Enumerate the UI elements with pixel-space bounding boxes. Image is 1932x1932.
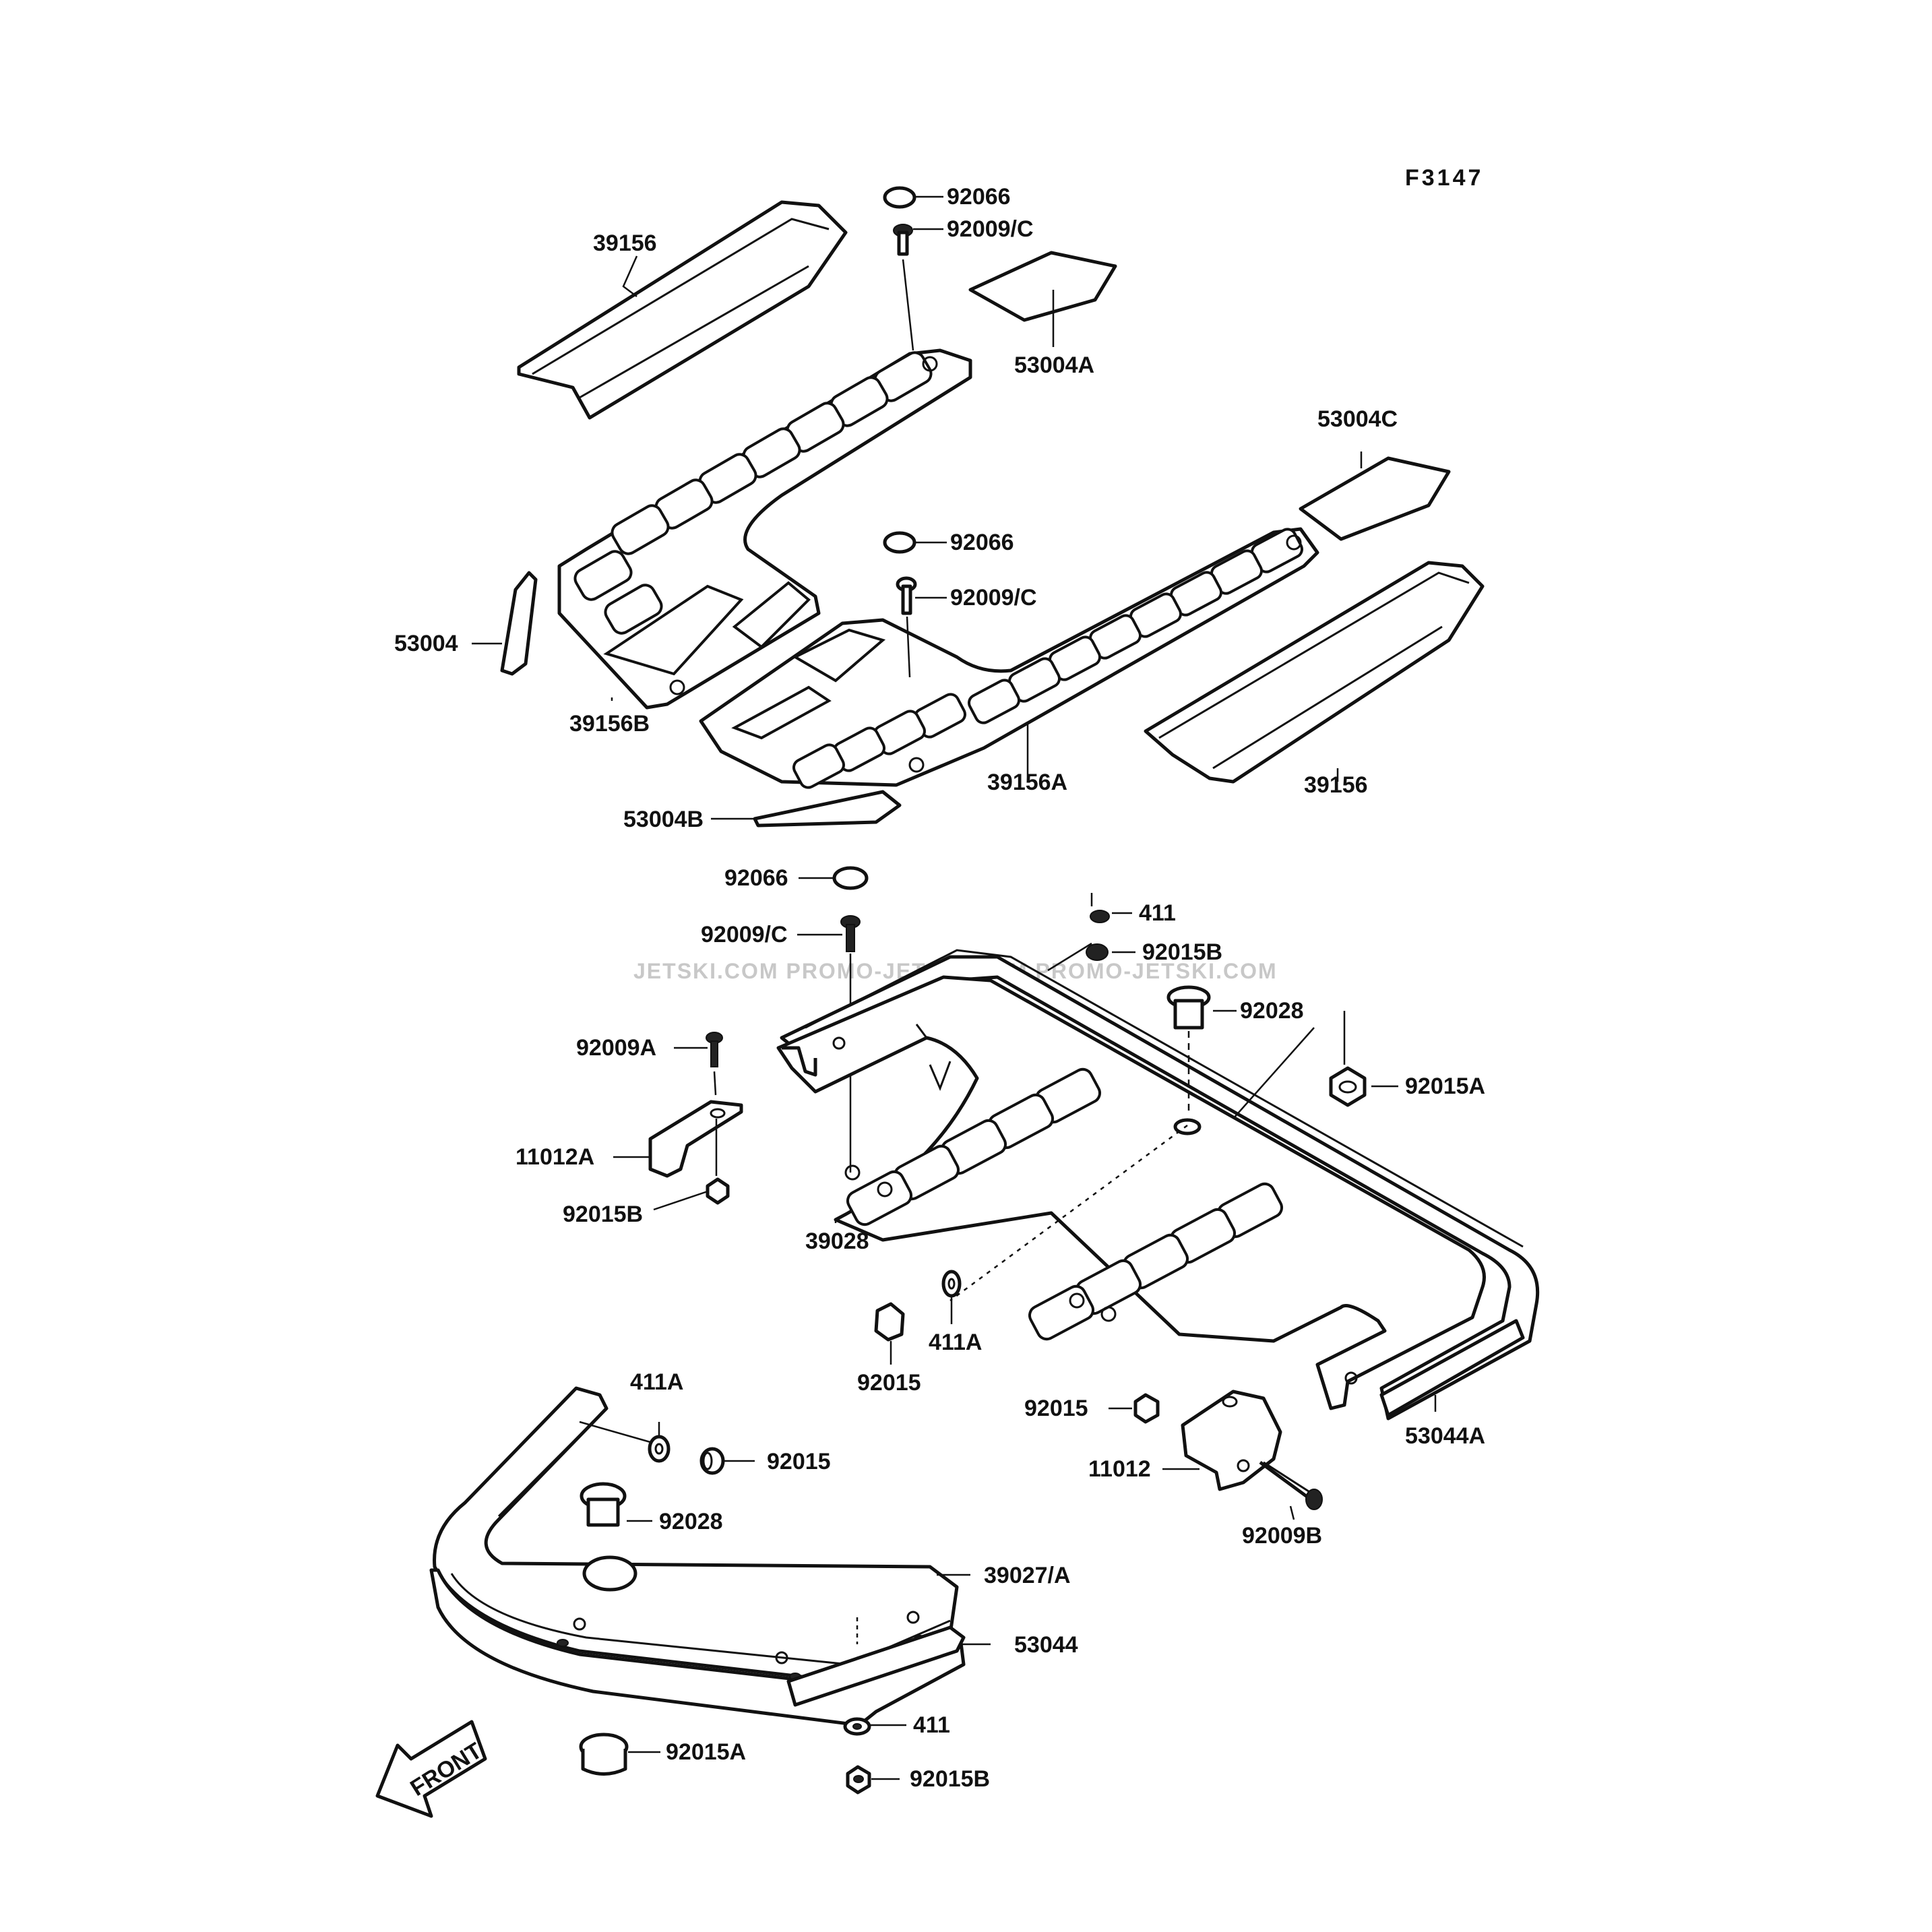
strip-53044a: [1379, 1319, 1525, 1417]
label-92015b-low: 92015B: [910, 1766, 990, 1792]
mat-39156a: [699, 527, 1319, 789]
label-39156-top: 39156: [593, 230, 657, 256]
label-39156-right: 39156: [1304, 772, 1368, 798]
label-411a-mid: 411A: [929, 1330, 982, 1355]
screw-92009c-a: [893, 224, 914, 351]
label-53004c: 53004C: [1317, 406, 1398, 432]
label-39156a: 39156A: [987, 770, 1067, 795]
cap-92066-a: [883, 186, 916, 209]
label-11012: 11012: [1088, 1456, 1151, 1482]
screw-92009c-b: [896, 576, 917, 678]
label-92028-low: 92028: [659, 1509, 723, 1534]
label-39027a: 39027/A: [984, 1563, 1071, 1588]
label-39028: 39028: [805, 1228, 869, 1254]
label-92066-a: 92066: [947, 184, 1011, 210]
label-92015a-low: 92015A: [666, 1739, 746, 1765]
nut-92015a-low: [579, 1733, 629, 1776]
label-11012a: 11012A: [516, 1144, 594, 1170]
label-92009a: 92009A: [576, 1035, 656, 1061]
label-411-top: 411: [1139, 900, 1176, 926]
label-411a-low: 411A: [630, 1369, 683, 1395]
cap-92028-low: [580, 1482, 627, 1527]
label-92009b: 92009B: [1242, 1523, 1322, 1549]
cap-92028-top: [1166, 985, 1211, 1115]
label-411-low: 411: [913, 1712, 950, 1738]
nut-92015b-low: [846, 1765, 871, 1795]
label-39156b: 39156B: [569, 711, 650, 737]
pad-39156-top: [517, 200, 848, 420]
washer-411a-low: [648, 1435, 671, 1463]
label-53004a: 53004A: [1014, 352, 1094, 378]
pad-53004c: [1299, 456, 1451, 541]
mat-39156b: [557, 348, 972, 710]
label-92015b-left: 92015B: [563, 1202, 643, 1227]
drawing-code: F3147: [1405, 165, 1483, 191]
label-92066-b: 92066: [950, 530, 1014, 555]
cap-92066-c: [832, 866, 869, 890]
screw-92009b: [1259, 1460, 1323, 1510]
washer-411-top: [1090, 893, 1110, 923]
label-92009c-b: 92009/C: [950, 585, 1037, 611]
label-53044: 53044: [1014, 1632, 1078, 1658]
bracket-11012: [1181, 1390, 1282, 1491]
pad-53004a: [968, 251, 1117, 322]
label-92015b-top: 92015B: [1142, 939, 1222, 965]
nut-92015-low: [699, 1447, 725, 1475]
label-92066-c: 92066: [724, 865, 788, 891]
label-92009c-c: 92009/C: [701, 922, 788, 947]
screw-92009a: [706, 1032, 723, 1096]
label-92015a-top: 92015A: [1405, 1073, 1485, 1099]
nut-92015-mid: [874, 1302, 905, 1342]
bracket-11012a: [648, 1100, 743, 1178]
pad-39156-right: [1144, 561, 1485, 784]
label-92009c-a: 92009/C: [947, 216, 1034, 242]
label-53044a: 53044A: [1405, 1423, 1485, 1449]
washer-411-low: [843, 1717, 871, 1736]
label-92015-right: 92015: [1024, 1396, 1088, 1421]
nut-92015a-top: [1329, 1011, 1367, 1107]
frame-39028: [776, 942, 1540, 1421]
nut-92015b-top: [1086, 943, 1109, 961]
label-53004: 53004: [394, 631, 458, 656]
leader-lines: [472, 195, 1437, 1780]
washer-411a-mid: [941, 1270, 962, 1298]
label-53004b: 53004B: [623, 807, 704, 832]
nut-92015-right: [1133, 1393, 1160, 1424]
pad-53004b: [753, 790, 902, 828]
label-92015-mid: 92015: [857, 1370, 921, 1396]
cap-92066-b: [883, 531, 916, 554]
label-92028-top: 92028: [1240, 998, 1304, 1024]
front-arrow: FRONT: [375, 1720, 487, 1818]
label-92015-low: 92015: [767, 1449, 831, 1474]
nut-92015b-left: [706, 1119, 730, 1205]
pad-53004: [500, 571, 538, 676]
